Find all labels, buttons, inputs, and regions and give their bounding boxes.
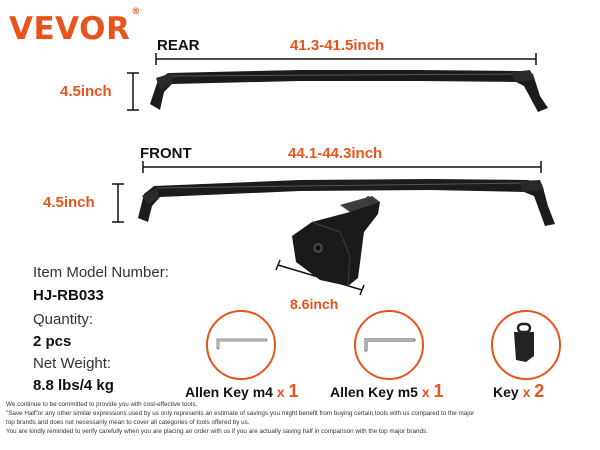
accessory-count: 1 — [433, 381, 444, 401]
product-illustration — [112, 53, 555, 362]
model-number-label: Item Model Number: — [33, 264, 169, 281]
registered-mark: ® — [131, 6, 141, 17]
accessory-multiplier: x — [421, 384, 430, 400]
accessory-name: Allen Key m5 — [330, 384, 418, 400]
front-height-label: 4.5inch — [43, 194, 95, 211]
disclaimer-line: You are kindly reminded to verify carefu… — [6, 428, 428, 435]
key-label: Key x 2 — [493, 381, 544, 402]
rear-height-label: 4.5inch — [60, 83, 112, 100]
front-label: FRONT — [140, 145, 192, 162]
front-length-label: 44.1-44.3inch — [288, 145, 383, 162]
disclaimer: We continue to be committed to provide y… — [6, 400, 598, 436]
key-icon — [514, 322, 534, 362]
rear-length-dimension-line — [155, 53, 537, 65]
rear-label: REAR — [157, 37, 200, 54]
rear-length-label: 41.3-41.5inch — [290, 37, 385, 54]
accessory-name: Allen Key m4 — [185, 384, 273, 400]
front-length-dimension-line — [142, 161, 542, 173]
quantity-value: 2 pcs — [33, 333, 72, 350]
quantity-label: Quantity: — [33, 311, 94, 328]
net-weight-value: 8.8 lbs/4 kg — [33, 377, 114, 394]
disclaimer-line: "Save Half"or any other similar expressi… — [6, 410, 475, 417]
allen-key-m5-label: Allen Key m5 x 1 — [330, 381, 444, 402]
foot-width-label: 8.6inch — [290, 296, 339, 312]
rear-crossbar — [150, 70, 548, 112]
brand-logo: VEVOR® — [9, 7, 141, 47]
allen-key-m4-label: Allen Key m4 x 1 — [185, 381, 299, 402]
accessory-multiplier: x — [522, 384, 531, 400]
disclaimer-line: We continue to be committed to provide y… — [6, 401, 198, 408]
model-number-value: HJ-RB033 — [33, 287, 104, 304]
front-height-dimension-line — [112, 183, 124, 223]
mounting-foot — [292, 196, 380, 287]
accessory-count: 1 — [288, 381, 299, 401]
accessory-name: Key — [493, 384, 519, 400]
net-weight-label: Net Weight: — [33, 355, 112, 372]
disclaimer-line: top brands and does not necessarily mean… — [6, 419, 250, 426]
brand-name: VEVOR — [9, 11, 131, 47]
accessory-count: 2 — [534, 381, 545, 401]
allen-key-m4-icon — [216, 338, 268, 350]
front-crossbar — [138, 179, 555, 226]
accessory-multiplier: x — [276, 384, 285, 400]
allen-key-m5-icon — [364, 338, 416, 352]
rear-height-dimension-line — [127, 72, 139, 111]
